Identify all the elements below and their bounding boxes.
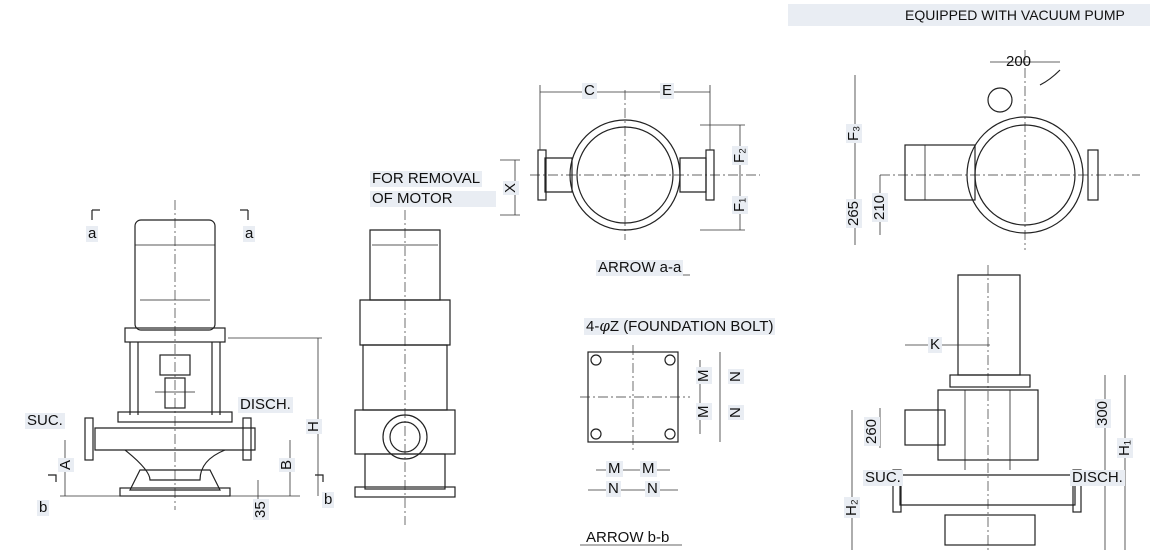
header-title: EQUIPPED WITH VACUUM PUMP <box>905 7 1125 23</box>
dim-m-label-1: M <box>606 460 623 477</box>
dim-f2-label: F₂ <box>731 146 748 165</box>
removal-note-line1: FOR REMOVAL <box>370 170 483 187</box>
front-view-pump <box>48 200 324 510</box>
removal-note-line2: OF MOTOR <box>370 191 496 207</box>
dim-h2-label: H₂ <box>843 497 860 518</box>
dim-n-label-2: N <box>645 480 660 497</box>
arrow-bb-view <box>580 345 721 546</box>
bolt-note-tail: Z (FOUNDATION BOLT) <box>609 318 774 335</box>
arrow-aa-view <box>530 85 760 276</box>
dim-c-label: C <box>582 82 597 99</box>
vacuum-suction-label: SUC. <box>863 469 903 486</box>
arrow-aa-caption: ARROW a-a <box>596 259 684 276</box>
dim-260-label: 260 <box>863 416 880 446</box>
arrow-bb-caption: ARROW b-b <box>586 529 670 546</box>
dim-b-label: B <box>278 457 295 472</box>
dim-h1-label: H₁ <box>1116 438 1133 458</box>
section-a-left-label: a <box>86 225 99 242</box>
dim-e-label: E <box>660 82 675 99</box>
vacuum-front-view <box>851 265 1126 550</box>
section-b-right-label: b <box>322 491 335 508</box>
vacuum-top-view <box>854 50 1140 250</box>
dim-x-label: X <box>502 180 519 195</box>
side-view-pump <box>354 159 520 525</box>
dim-m-label-2: M <box>640 460 657 477</box>
vacuum-discharge-label: DISCH. <box>1070 469 1125 486</box>
dim-m-label-4: M <box>695 403 712 420</box>
foundation-bolt-note: 4-φZ (FOUNDATION BOLT) <box>584 317 776 335</box>
dim-35-label: 35 <box>252 499 269 520</box>
dim-300-label: 300 <box>1094 398 1111 428</box>
dim-h-label: H <box>305 419 322 434</box>
dim-210-label: 210 <box>871 192 888 222</box>
section-b-left-label: b <box>37 499 50 516</box>
section-a-right-label: a <box>243 225 256 242</box>
dim-m-label-3: M <box>695 367 712 384</box>
dim-f1-label: F₁ <box>731 195 748 214</box>
dim-a-label: A <box>57 457 74 472</box>
bolt-count: 4- <box>586 318 600 335</box>
discharge-label: DISCH. <box>238 396 293 413</box>
phi-symbol: φ <box>599 317 610 335</box>
dim-n-label-3: N <box>727 369 744 384</box>
dim-n-label-4: N <box>727 405 744 420</box>
dim-265-label: 265 <box>845 198 862 228</box>
dim-k-label: K <box>928 336 943 353</box>
suction-label: SUC. <box>25 412 65 429</box>
header-band <box>788 4 1150 26</box>
dim-f3-label: F₃ <box>845 123 862 143</box>
dim-200-label: 200 <box>1006 53 1032 70</box>
dim-n-label-1: N <box>606 480 621 497</box>
